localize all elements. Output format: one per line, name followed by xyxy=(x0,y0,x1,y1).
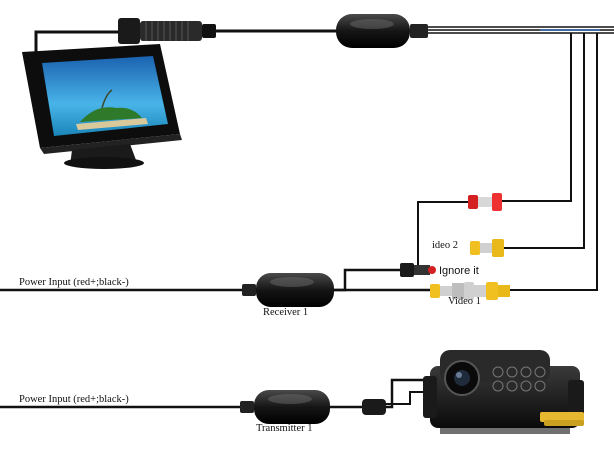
monitor-plug xyxy=(118,18,140,44)
receiver-plug xyxy=(400,263,414,277)
monitor xyxy=(22,44,182,169)
video2-label: ideo 2 xyxy=(432,240,458,251)
rear-camera xyxy=(423,350,584,434)
rca-yellow-connector-video2 xyxy=(470,239,504,257)
rca-red-connector xyxy=(417,193,502,265)
video1-label: Video 1 xyxy=(448,296,481,307)
receiver-label: Receiver 1 xyxy=(263,307,309,318)
receiver-wiring xyxy=(0,263,436,307)
rca-yellow-connector-video1 xyxy=(430,282,510,300)
plug-body xyxy=(140,21,202,41)
monitor-cable xyxy=(34,14,614,291)
ignore-label: Ignore it xyxy=(439,265,479,277)
power-input-label-top: Power Input (red+;black-) xyxy=(19,277,129,288)
power-input-label-bottom: Power Input (red+;black-) xyxy=(19,394,129,405)
transmitter-label: Transmitter 1 xyxy=(256,423,313,434)
transmitter-wiring xyxy=(0,378,432,424)
